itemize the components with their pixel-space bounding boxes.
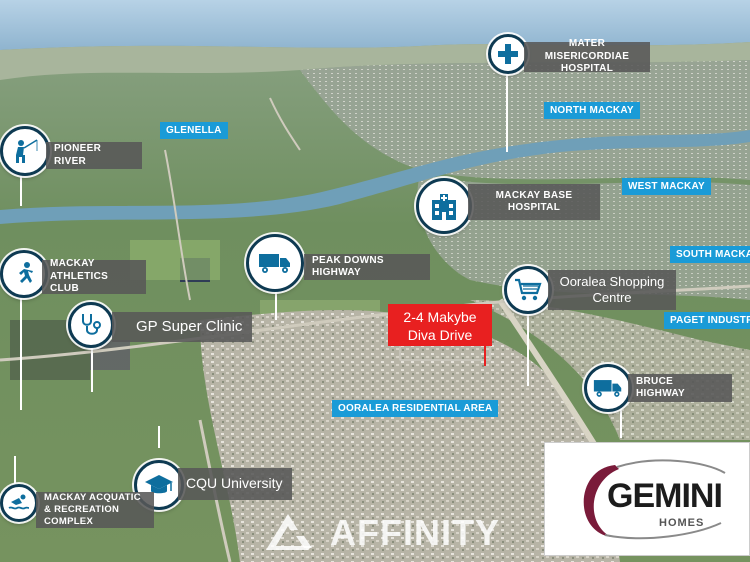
peakdowns-pin (275, 290, 277, 320)
area-label-west-mackay: WEST MACKAY (622, 178, 711, 195)
aquatic-pin (14, 456, 16, 486)
stethoscope-icon[interactable] (68, 302, 114, 348)
pioneer-river-label: PIONEER RIVER (46, 142, 142, 169)
peak-downs-highway-label: PEAK DOWNS HIGHWAY (304, 254, 430, 280)
affinity-logo-icon (266, 514, 312, 550)
athletics-club-label: MACKAY ATHLETICS CLUB (42, 258, 146, 294)
base-hospital-label: MACKAY BASE HOSPITAL (468, 184, 600, 220)
cqu-university-label: CQU University (178, 468, 292, 500)
swimmer-icon[interactable] (0, 484, 38, 522)
ooralea-pin (527, 312, 529, 386)
affinity-watermark-text: AFFINITY (330, 512, 500, 553)
truck-icon[interactable] (584, 364, 632, 412)
athletics-pin (20, 298, 22, 410)
bruce-pin (620, 408, 622, 438)
hospital-cross-icon[interactable] (488, 34, 528, 74)
fishing-person-icon[interactable] (0, 126, 50, 176)
site-marker-label: 2-4 Makybe Diva Drive (388, 304, 492, 346)
gemini-logo-sub: HOMES (659, 517, 705, 529)
gemini-logo-word: GEMINI (607, 477, 723, 515)
gemini-homes-logo: GEMINI HOMES (544, 442, 750, 556)
bruce-highway-label: BRUCE HIGHWAY (628, 374, 732, 402)
site-marker-pin (484, 344, 486, 366)
affinity-watermark: AFFINITY (262, 508, 522, 554)
area-label-north-mackay: NORTH MACKAY (544, 102, 640, 119)
truck-icon[interactable] (246, 234, 304, 292)
running-person-icon[interactable] (0, 250, 48, 298)
aquatic-complex-label: MACKAY ACQUATIC & RECREATION COMPLEX (36, 492, 154, 528)
mater-pin (506, 66, 508, 152)
cqu-pin (158, 426, 160, 448)
area-label-glenella: GLENELLA (160, 122, 228, 139)
ooralea-shopping-label: Ooralea Shopping Centre (548, 270, 676, 310)
area-label-ooralea-residential: OORALEA RESIDENTIAL AREA (332, 400, 499, 417)
area-label-south-mackay: SOUTH MACKAY (670, 246, 750, 263)
hospital-building-icon[interactable] (416, 178, 472, 234)
area-label-paget: PAGET INDUSTRI (664, 312, 750, 329)
pioneer-pin (20, 176, 22, 206)
shopping-cart-icon[interactable] (504, 266, 552, 314)
gp-pin (91, 344, 93, 392)
gp-super-clinic-label: GP Super Clinic (112, 312, 252, 342)
gemini-swoosh-icon (583, 459, 726, 540)
mater-hospital-label: MATER MISERICORDIAE HOSPITAL (524, 38, 650, 74)
